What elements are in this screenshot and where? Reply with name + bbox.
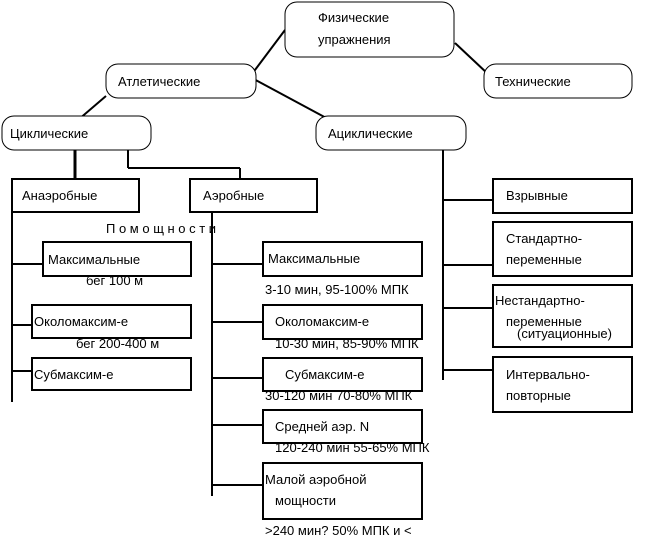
node-aerobic-submaximal-near: Околомаксим-е	[262, 304, 423, 340]
node-label: упражнения	[318, 32, 391, 47]
node-label: (ситуационные)	[517, 326, 612, 341]
node-label: Малой аэробной	[265, 472, 366, 487]
node-standard-variable: Стандартно- переменные	[492, 221, 633, 277]
note-anaerobic-submaximal-near: бег 200-400 м	[76, 336, 159, 351]
node-label: Максимальные	[48, 252, 140, 267]
node-label: Технические	[495, 74, 571, 89]
note-aerobic-medium: 120-240 мин 55-65% МПК	[275, 440, 430, 455]
node-interval-repeated: Интервально- повторные	[492, 356, 633, 413]
node-anaerobic-submaximal: Субмаксим-е	[31, 357, 192, 391]
node-label: Максимальные	[268, 251, 360, 266]
node-nonstandard-variable: Нестандартно- переменные (ситуационные)	[492, 284, 633, 348]
node-aerobic-low: Малой аэробной мощности	[262, 462, 423, 520]
node-physical-exercises: Физические упражнения	[284, 1, 455, 58]
note-aerobic-maximal: 3-10 мин, 95-100% МПК	[265, 282, 409, 297]
node-label: Циклические	[10, 126, 88, 141]
node-cyclic: Циклические	[1, 115, 152, 151]
node-label: Околомаксим-е	[34, 314, 128, 329]
node-label: Атлетические	[118, 74, 200, 89]
node-label: Нестандартно-	[495, 293, 585, 308]
node-label: Средней аэр. N	[275, 419, 369, 434]
node-label: Ациклические	[328, 126, 413, 141]
node-label: Интервально-	[506, 367, 590, 382]
node-label: Субмаксим-е	[285, 367, 364, 382]
node-aerobic-medium: Средней аэр. N	[262, 409, 423, 444]
node-label: переменные	[506, 252, 582, 267]
node-label: повторные	[506, 388, 571, 403]
node-label: Субмаксим-е	[34, 367, 113, 382]
node-label: Околомаксим-е	[275, 314, 369, 329]
node-technical: Технические	[483, 63, 633, 99]
node-anaerobic: Анаэробные	[11, 178, 140, 213]
note-aerobic-submaximal: 30-120 мин 70-80% МПК	[265, 388, 413, 403]
node-label: Физические	[318, 10, 389, 25]
node-label: мощности	[275, 493, 336, 508]
node-explosive: Взрывные	[492, 178, 633, 214]
node-label: Взрывные	[506, 188, 568, 203]
node-anaerobic-submaximal-near: Околомаксим-е	[31, 304, 192, 339]
node-label: Стандартно-	[506, 231, 582, 246]
node-aerobic-maximal: Максимальные	[262, 241, 423, 277]
node-acyclic: Ациклические	[315, 115, 467, 151]
power-label: П о м о щ н о с т и	[106, 221, 216, 236]
connector-lines	[11, 29, 493, 496]
note-aerobic-submaximal-near: 10-30 мин, 85-90% МПК	[275, 336, 419, 351]
note-aerobic-low: >240 мин? 50% МПК и <	[265, 523, 412, 538]
node-aerobic: Аэробные	[189, 178, 318, 213]
node-athletic: Атлетические	[105, 63, 257, 99]
node-anaerobic-maximal: Максимальные	[42, 241, 192, 277]
note-anaerobic-maximal: бег 100 м	[86, 273, 143, 288]
node-aerobic-submaximal: Субмаксим-е	[262, 357, 423, 392]
node-label: Аэробные	[203, 188, 264, 203]
node-label: переменные	[506, 314, 582, 329]
node-label: Анаэробные	[22, 188, 97, 203]
